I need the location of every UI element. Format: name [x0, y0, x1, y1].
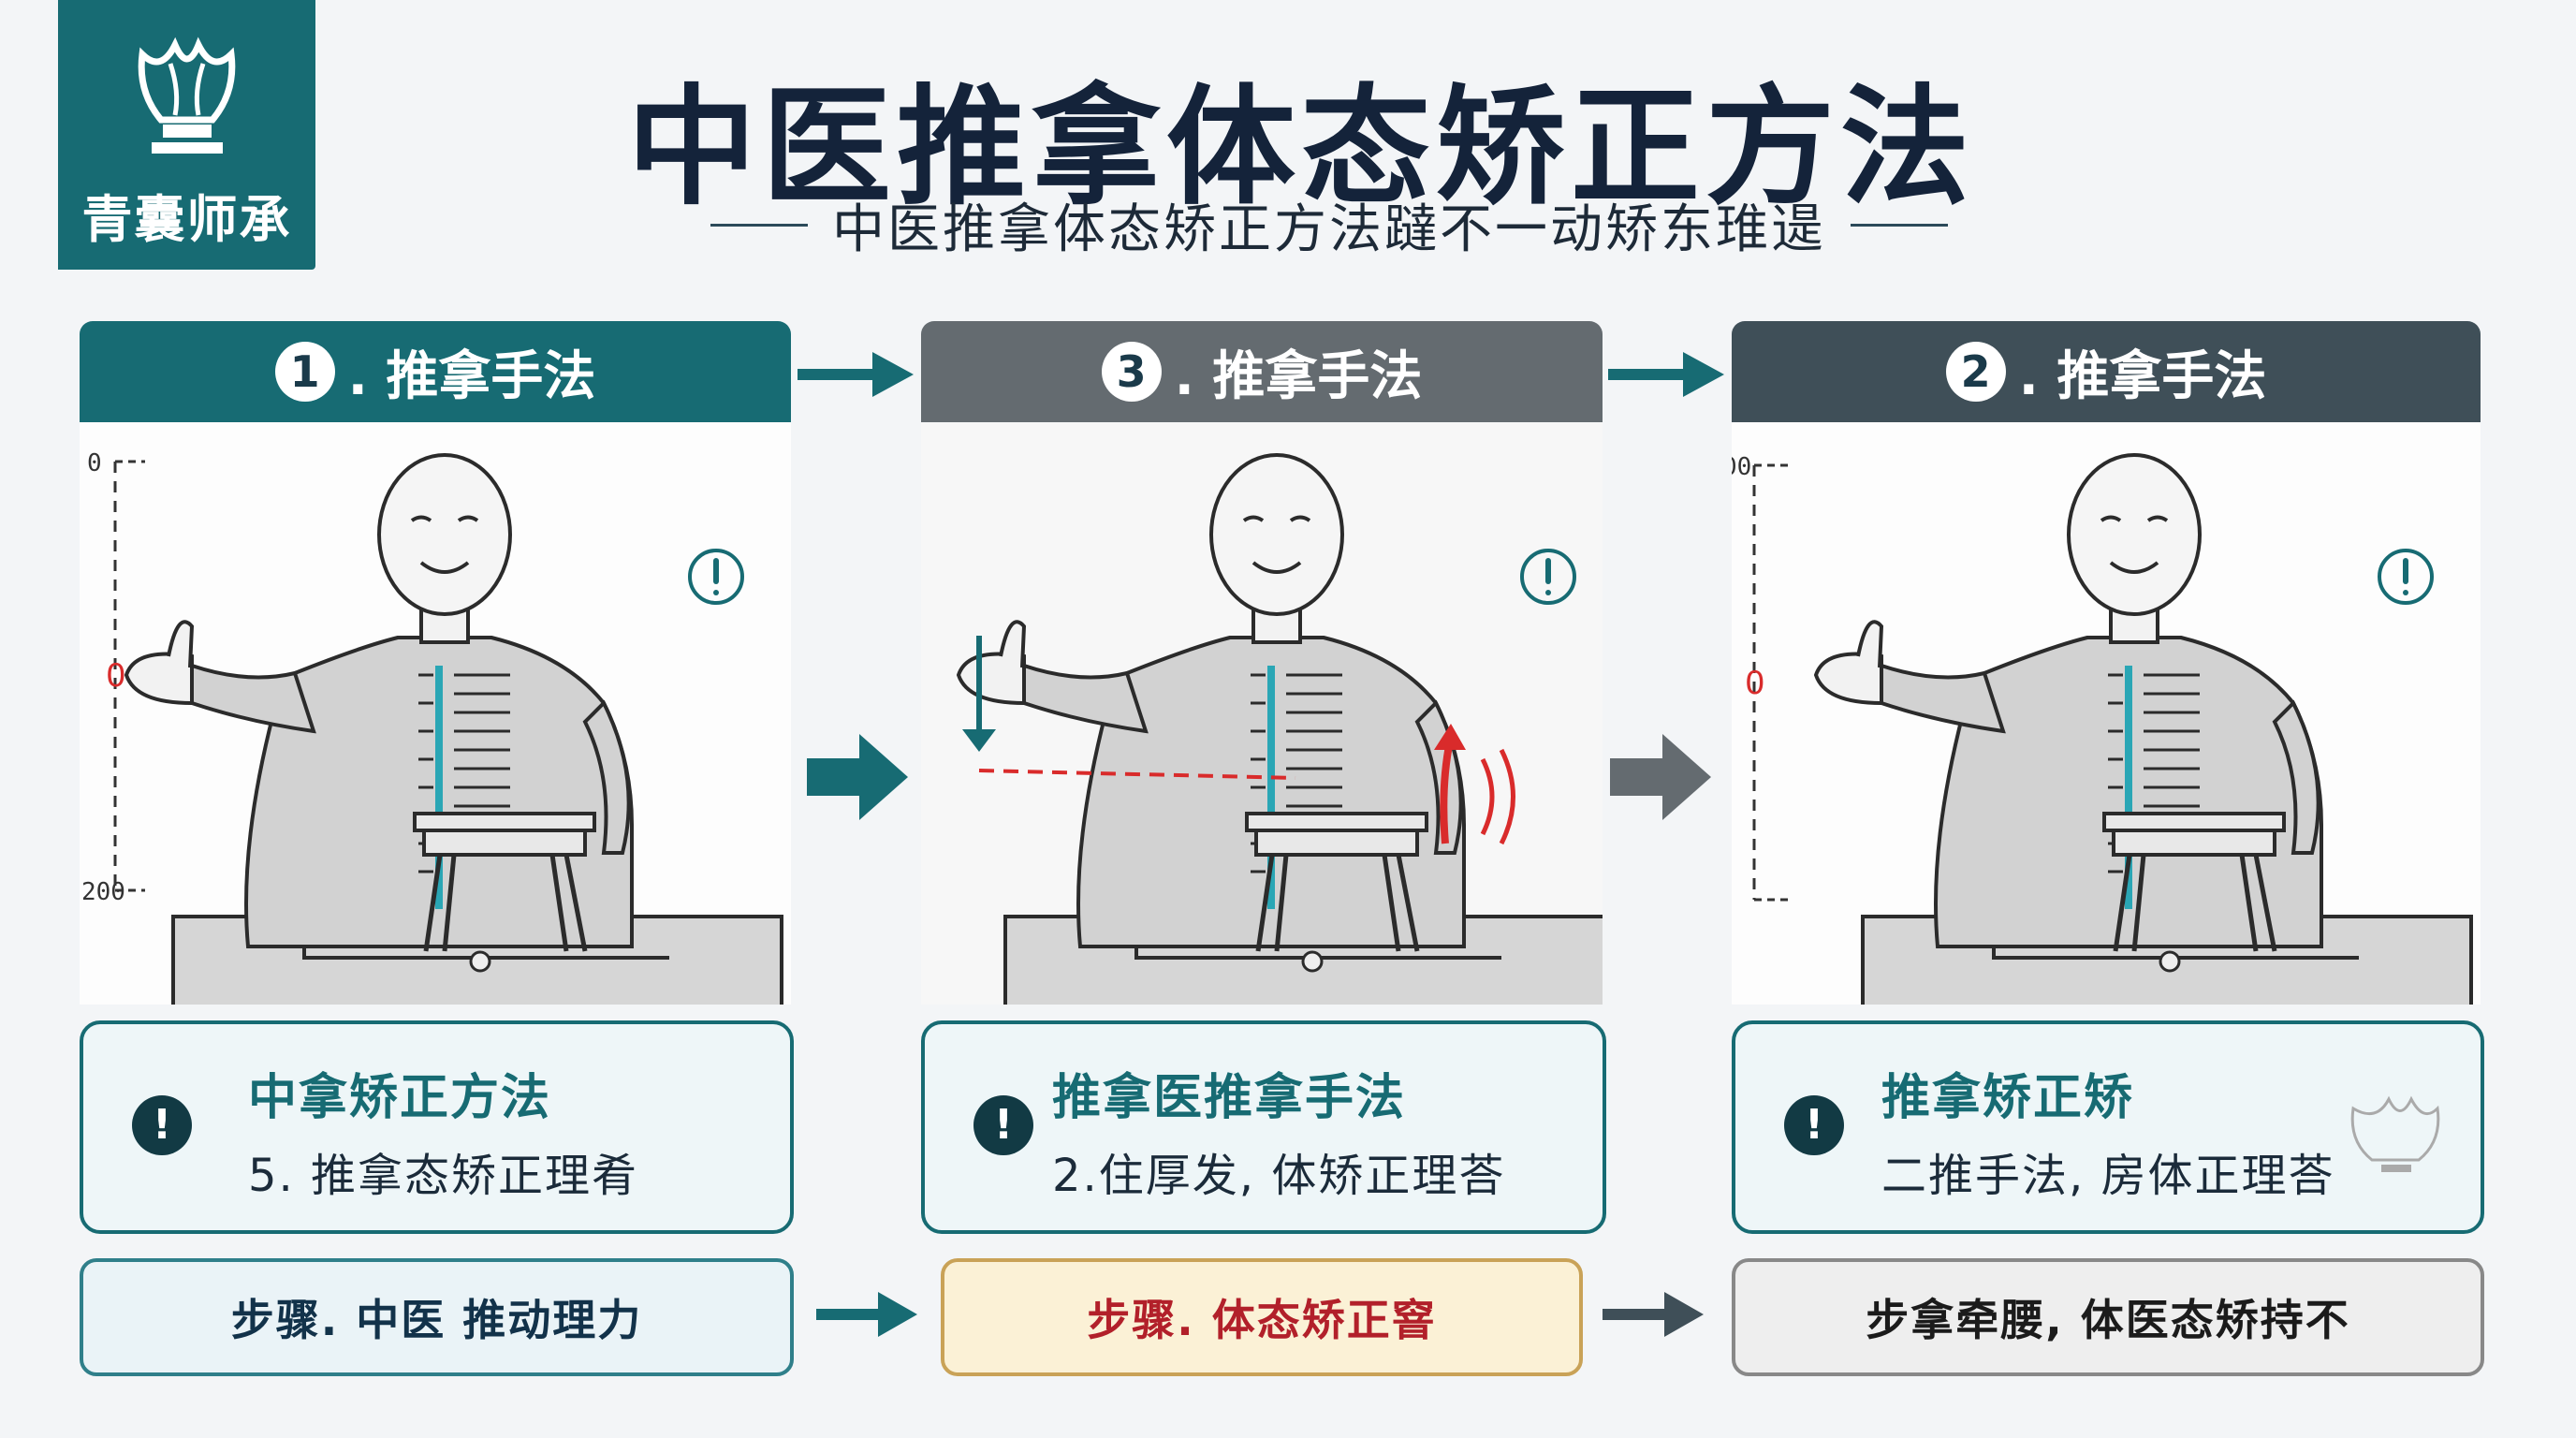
panel-1-scale-mid: 0 — [106, 657, 126, 695]
panel-3-illustration: 00 0 200 — [1670, 422, 2481, 1005]
panel-3-description-card: ! 推拿矫正矫 二推手法, 房体正理荅 — [1732, 1020, 2484, 1234]
arrow-right-icon — [1610, 734, 1711, 820]
alert-icon: ! — [1784, 1095, 1844, 1155]
panel-1-step-box: 步骤. 中医 推动理力 — [80, 1258, 794, 1376]
panel-2-step-number: 3 — [1101, 342, 1162, 402]
panel-1-scale: 0 0 200 — [81, 449, 145, 906]
panel-2-header-label: . 推拿手法 — [1174, 345, 1423, 407]
page-subtitle: 中医推拿体态矫正方法躂不一动矫东琟遈 — [832, 198, 1826, 260]
alignment-line — [978, 769, 1296, 780]
panel-3-card-title: 推拿矫正矫 — [1881, 1070, 2135, 1126]
subtitle-row: 中医推拿体态矫正方法躂不一动矫东琟遈 — [655, 192, 2003, 260]
panel-3-step-box: 步拿牵腰, 体医态矫持不 — [1732, 1258, 2484, 1376]
panel-1-header: 1 . 推拿手法 — [80, 321, 791, 422]
panel-3-scale-top: 00 — [1732, 453, 1751, 481]
panel-2-card-title: 推拿医推拿手法 — [1052, 1070, 1407, 1126]
arrow-right-icon — [1603, 1292, 1704, 1337]
panel-1-illustration: 0 0 200 — [80, 422, 791, 1005]
panel-step-2: 3 . 推拿手法 — [921, 321, 1603, 1005]
panel-3-header-label: . 推拿手法 — [2018, 345, 2267, 407]
logo: 青囊师承 — [58, 0, 315, 270]
panel-1-header-label: . 推拿手法 — [347, 345, 596, 407]
panel-3-figure: 00 0 200 — [1670, 422, 2481, 1005]
panel-2-person-illustration — [959, 455, 1603, 1005]
panel-step-1: 1 . 推拿手法 0 0 200 — [80, 321, 791, 1005]
panel-3-scale: 00 0 200 — [1670, 453, 1788, 916]
down-arrow-icon — [962, 636, 996, 752]
alert-icon: ! — [132, 1095, 192, 1155]
panel-1-description-card: ! 中拿矫正方法 5. 推拿态矫正理肴 — [80, 1020, 794, 1234]
arrow-right-icon — [816, 1292, 917, 1337]
subtitle-left-rule — [710, 223, 808, 227]
panel-3-person-illustration — [1816, 455, 2471, 1005]
panel-2-illustration — [921, 422, 1603, 1005]
arrow-right-icon — [807, 734, 908, 820]
arrow-right-icon — [1608, 352, 1724, 397]
panel-1-person-illustration — [126, 455, 782, 1005]
alert-icon: ! — [973, 1095, 1033, 1155]
panel-1-scale-top: 0 — [87, 449, 102, 477]
page-title: 中医推拿体态矫正方法 — [626, 72, 1975, 223]
panel-step-3: 2 . 推拿手法 00 0 200 — [1670, 321, 2481, 1005]
panel-2-description-card: ! 推拿医推拿手法 2.住厚发, 体矫正理荅 — [921, 1020, 1606, 1234]
subtitle-right-rule — [1851, 223, 1948, 227]
logo-emblem-icon — [138, 37, 236, 154]
panel-3-card-text: 二推手法, 房体正理荅 — [1881, 1150, 2335, 1202]
panel-2-step-box: 步骤. 体态矫正窨 — [941, 1258, 1583, 1376]
panel-1-scale-bottom: 200 — [81, 878, 125, 906]
panel-1-card-text: 5. 推拿态矫正理肴 — [248, 1150, 639, 1202]
panel-1-figure: 0 0 200 — [81, 449, 791, 1005]
panel-3-step-number: 2 — [1945, 342, 2006, 402]
panel-1-card-title: 中拿矫正方法 — [248, 1070, 552, 1126]
logo-text: 青囊师承 — [81, 190, 292, 249]
panel-2-header: 3 . 推拿手法 — [921, 321, 1603, 422]
panel-3-scale-mid: 0 — [1745, 665, 1765, 702]
panel-2-card-text: 2.住厚发, 体矫正理荅 — [1052, 1150, 1506, 1202]
panel-1-step-number: 1 — [274, 342, 335, 402]
decorative-emblem-icon — [2350, 1095, 2440, 1172]
arrow-right-icon — [798, 352, 914, 397]
panel-2-figure — [921, 422, 1603, 1005]
panel-3-header: 2 . 推拿手法 — [1732, 321, 2481, 422]
red-lift-arrow-icon — [1434, 724, 1515, 845]
